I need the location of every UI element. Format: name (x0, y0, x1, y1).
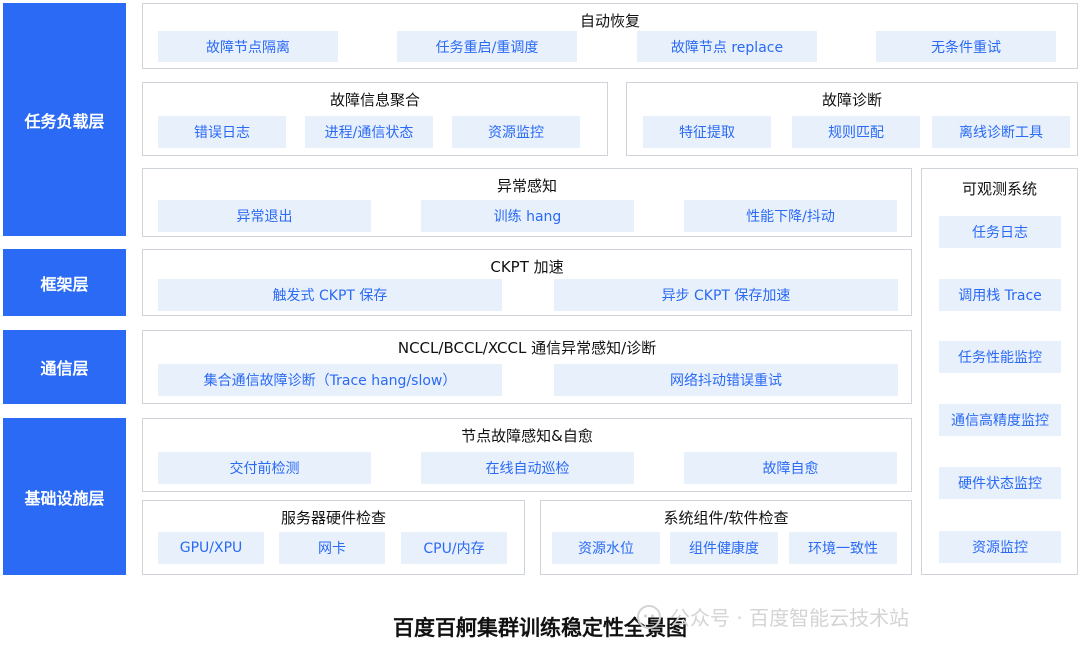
panel-title: 系统组件/软件检查 (663, 509, 789, 527)
item-online-inspection: 在线自动巡检 (421, 452, 634, 484)
item-fault-node-replace: 故障节点 replace (637, 31, 817, 62)
item-call-stack-trace: 调用栈 Trace (939, 279, 1061, 311)
panel-ckpt-acceleration: CKPT 加速 触发式 CKPT 保存 异步 CKPT 保存加速 (142, 249, 912, 316)
item-nic: 网卡 (279, 532, 385, 564)
layer-communication: 通信层 (3, 330, 126, 404)
panel-server-hardware-check: 服务器硬件检查 GPU/XPU 网卡 CPU/内存 (142, 500, 525, 575)
panel-title: 自动恢复 (579, 12, 640, 30)
item-task-log: 任务日志 (939, 216, 1061, 248)
item-hw-status-monitor: 硬件状态监控 (939, 467, 1061, 499)
layer-framework: 框架层 (3, 249, 126, 316)
watermark-text: 公众号 · 百度智能云技术站 (670, 606, 910, 630)
panel-nccl-diagnosis: NCCL/BCCL/XCCL 通信异常感知/诊断 集合通信故障诊断（Trace … (142, 330, 912, 404)
item-perf-degradation: 性能下降/抖动 (684, 200, 897, 232)
item-offline-diagnosis-tool: 离线诊断工具 (932, 116, 1070, 148)
item-collective-comm-diagnosis: 集合通信故障诊断（Trace hang/slow） (158, 364, 502, 396)
panel-title: NCCL/BCCL/XCCL 通信异常感知/诊断 (397, 339, 657, 357)
layer-infrastructure: 基础设施层 (3, 418, 126, 575)
item-component-health: 组件健康度 (670, 532, 778, 564)
item-cpu-memory: CPU/内存 (401, 532, 507, 564)
item-error-log: 错误日志 (158, 116, 286, 148)
panel-system-software-check: 系统组件/软件检查 资源水位 组件健康度 环境一致性 (540, 500, 912, 575)
item-rule-matching: 规则匹配 (792, 116, 920, 148)
panel-title: 节点故障感知&自愈 (461, 427, 593, 445)
panel-title: 故障诊断 (821, 91, 882, 109)
item-resource-monitor-obs: 资源监控 (939, 531, 1061, 563)
panel-fault-diagnosis: 故障诊断 特征提取 规则匹配 离线诊断工具 (626, 82, 1078, 156)
item-comm-precision-monitor: 通信高精度监控 (939, 404, 1061, 436)
item-task-perf-monitor: 任务性能监控 (939, 341, 1061, 373)
panel-title: 服务器硬件检查 (280, 509, 386, 527)
panel-observability: 可观测系统 任务日志 调用栈 Trace 任务性能监控 通信高精度监控 硬件状态… (921, 168, 1078, 575)
panel-title: 故障信息聚合 (329, 91, 420, 109)
item-feature-extraction: 特征提取 (643, 116, 771, 148)
panel-title: 可观测系统 (961, 180, 1037, 198)
item-fault-node-isolation: 故障节点隔离 (158, 31, 338, 62)
item-triggered-ckpt-save: 触发式 CKPT 保存 (158, 279, 502, 311)
panel-title: 异常感知 (496, 177, 557, 195)
item-process-comm-status: 进程/通信状态 (305, 116, 433, 148)
item-unconditional-retry: 无条件重试 (876, 31, 1056, 62)
panel-auto-recovery: 自动恢复 故障节点隔离 任务重启/重调度 故障节点 replace 无条件重试 (142, 3, 1078, 69)
item-training-hang: 训练 hang (421, 200, 634, 232)
item-gpu-xpu: GPU/XPU (158, 532, 264, 564)
panel-node-fault-healing: 节点故障感知&自愈 交付前检测 在线自动巡检 故障自愈 (142, 418, 912, 492)
diagram-caption: 百度百舸集群训练稳定性全景图 (393, 616, 687, 640)
item-task-restart: 任务重启/重调度 (397, 31, 577, 62)
wechat-icon (637, 604, 661, 629)
item-resource-monitor: 资源监控 (452, 116, 580, 148)
panel-anomaly-detection: 异常感知 异常退出 训练 hang 性能下降/抖动 (142, 168, 912, 237)
item-fault-self-healing: 故障自愈 (684, 452, 897, 484)
item-abnormal-exit: 异常退出 (158, 200, 371, 232)
item-env-consistency: 环境一致性 (789, 532, 897, 564)
item-pre-delivery-check: 交付前检测 (158, 452, 371, 484)
panel-title: CKPT 加速 (490, 258, 564, 276)
item-resource-level: 资源水位 (552, 532, 660, 564)
layer-task-workload: 任务负载层 (3, 3, 126, 236)
panel-fault-aggregation: 故障信息聚合 错误日志 进程/通信状态 资源监控 (142, 82, 608, 156)
item-async-ckpt-save: 异步 CKPT 保存加速 (554, 279, 898, 311)
item-network-jitter-retry: 网络抖动错误重试 (554, 364, 898, 396)
watermark: 公众号 · 百度智能云技术站 (636, 602, 909, 631)
